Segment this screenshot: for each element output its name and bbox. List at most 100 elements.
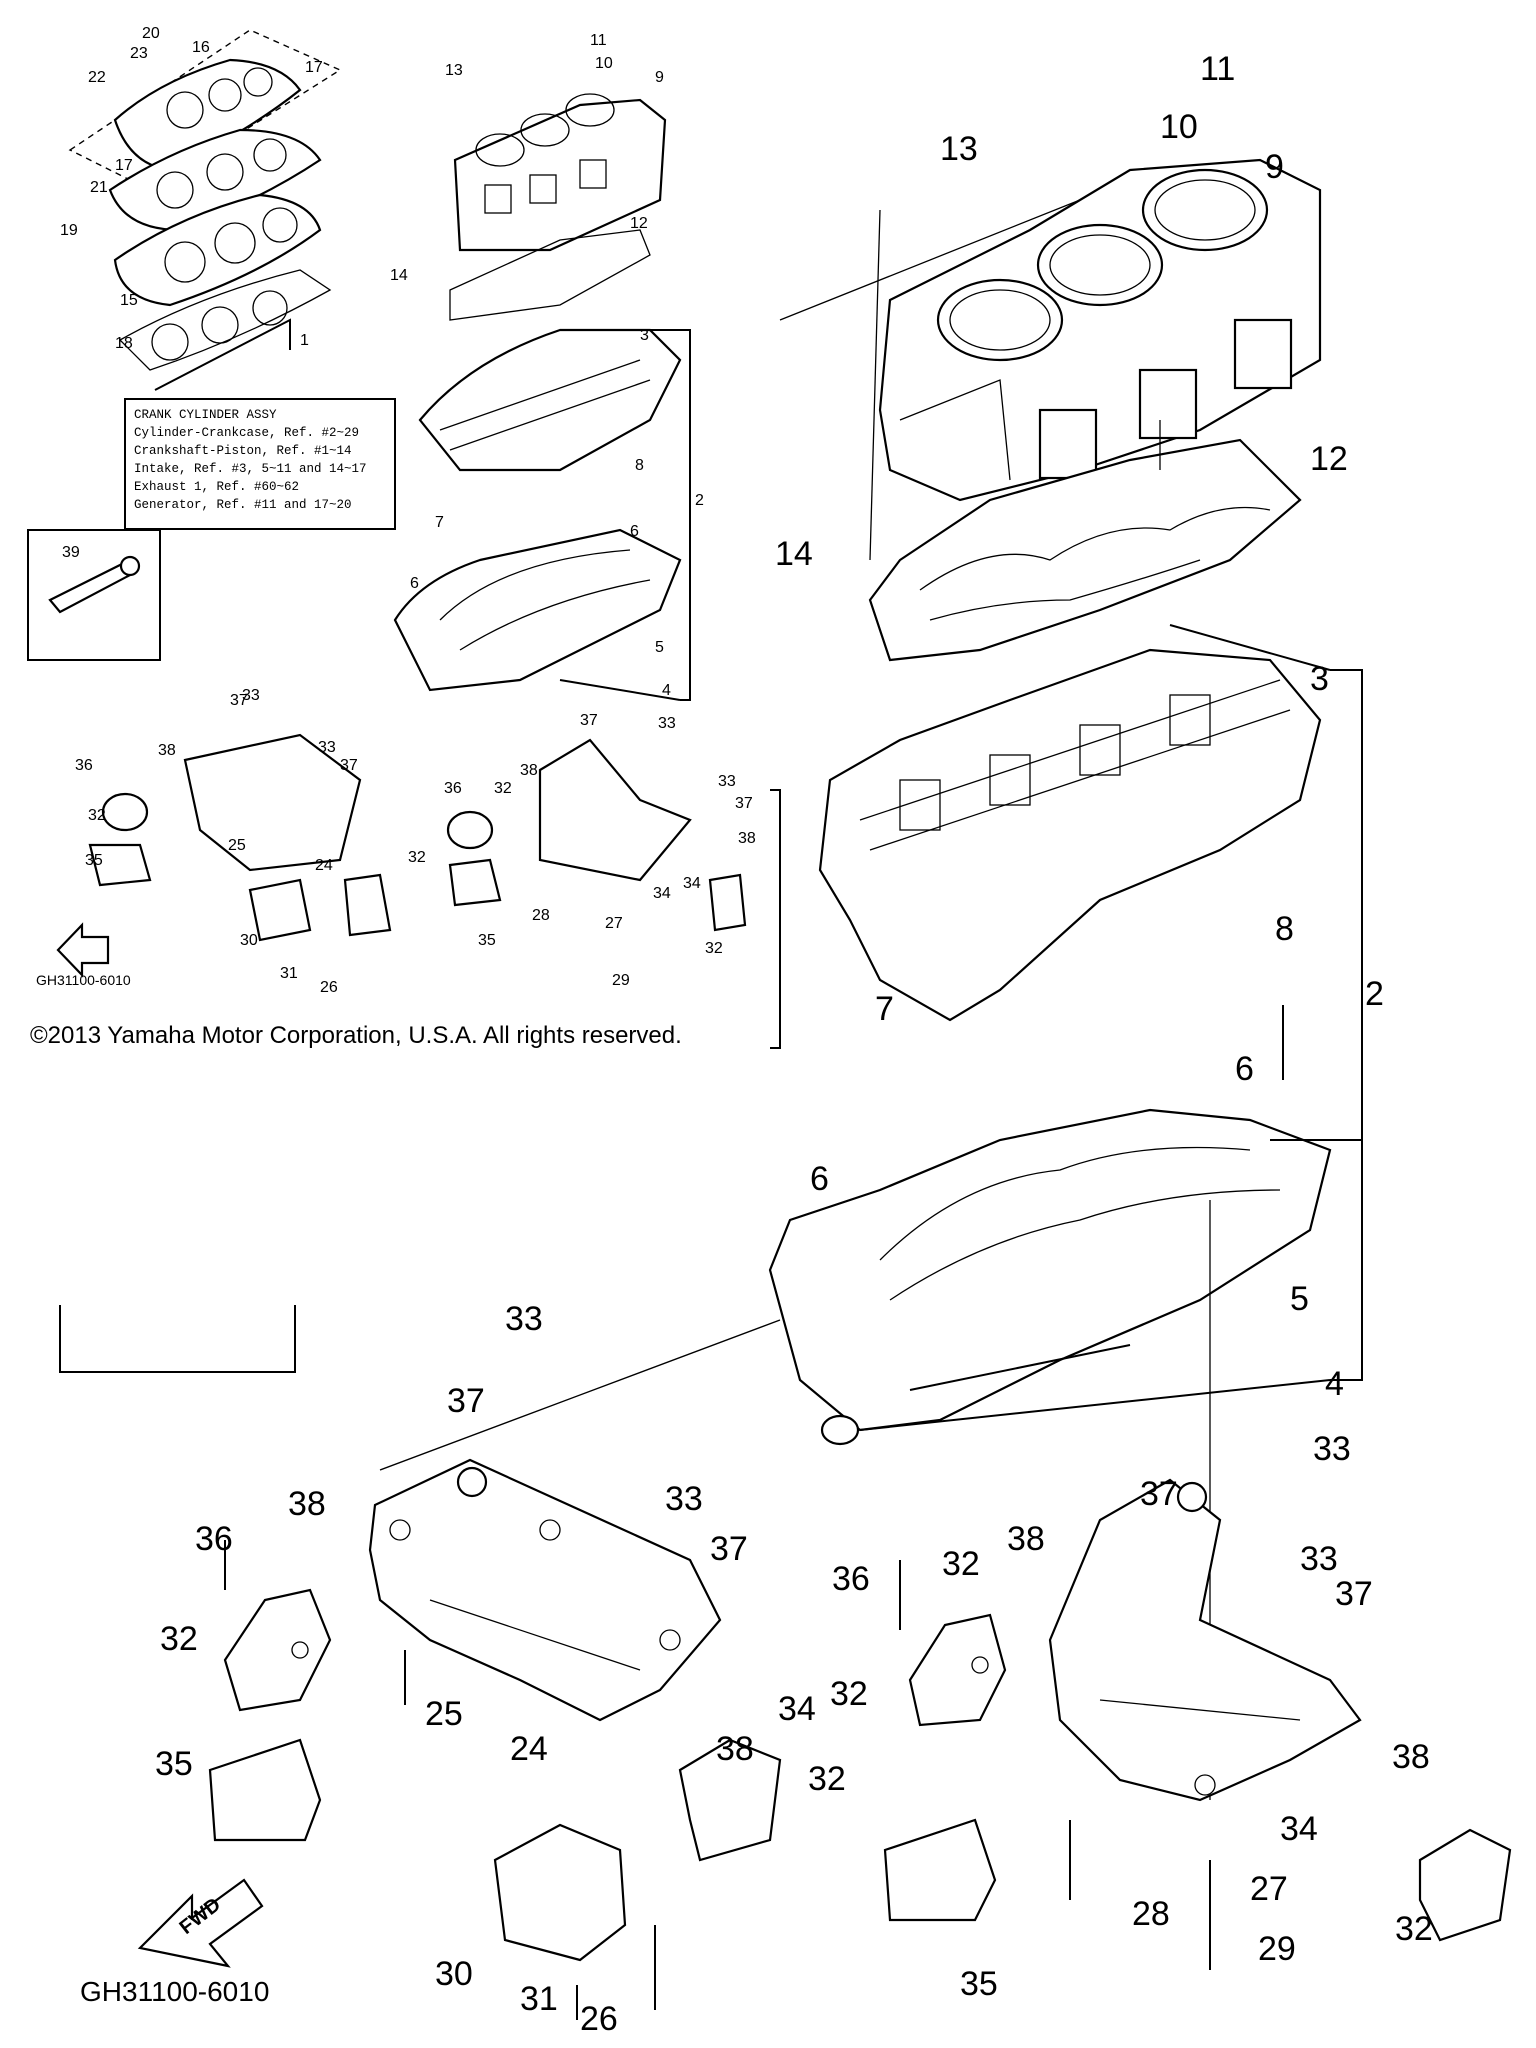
callout-32-small: 32 [705,940,723,957]
callout-34-large: 34 [1280,1810,1318,1848]
stopper-small [248,878,312,942]
legend-box: CRANK CYLINDER ASSY Cylinder-Crankcase, … [124,398,396,530]
callout-3-small: 3 [640,327,649,344]
callout-32-small: 32 [88,807,106,824]
line-to-4 [909,1344,1131,1391]
callout-33-large: 33 [1313,1430,1351,1468]
callout-24-large: 24 [510,1730,548,1768]
cylinder-head [113,193,322,307]
callout-34-large: 34 [778,1690,816,1728]
callout-6-small: 6 [630,523,639,540]
callout-32-large: 32 [160,1620,198,1658]
callout-4-small: 4 [662,682,671,699]
engine-mount-front-small [183,733,362,872]
rubber-small [343,873,392,937]
callout-38-large: 38 [1007,1520,1045,1558]
callout-9-small: 9 [655,69,664,86]
base-gasket [868,438,1302,662]
legend-line-5: Generator, Ref. #11 and 17~20 [134,498,352,512]
engine-mount-front [368,1458,722,1722]
callout-32-small: 32 [494,780,512,797]
callout-33-small: 33 [318,739,336,756]
rubber-mount-rear-right [1418,1828,1512,1942]
damper-small-left [101,792,149,832]
callout-33-large: 33 [1300,1540,1338,1578]
callout-37-large: 37 [447,1382,485,1420]
callout-4-large: 4 [1325,1365,1344,1403]
mount-plate-small-mid [448,858,502,907]
callout-23-small: 23 [130,45,148,62]
callout-29-large: 29 [1258,1930,1296,1968]
engine-mount-rear [1048,1478,1362,1802]
fwd-arrow-large: FWD [137,1878,264,1968]
callout-33-small: 33 [658,715,676,732]
callout-7-large: 7 [875,990,894,1028]
washer-37-rear [1176,1481,1208,1513]
callout-38-large: 38 [716,1730,754,1768]
callout-37-small: 37 [340,757,358,774]
callout-30-large: 30 [435,1955,473,1993]
callout-2-large: 2 [1365,975,1384,1013]
callout-3-large: 3 [1310,660,1329,698]
callout-6-small: 6 [410,575,419,592]
callout-37-large: 37 [1140,1475,1178,1513]
water-jacket-plate [108,128,322,232]
legend-line-4: Exhaust 1, Ref. #60~62 [134,480,300,494]
callout-11-small: 11 [590,32,607,49]
callout-33-large: 33 [505,1300,543,1338]
diagram-code-large: GH31100-6010 [80,1976,270,2007]
legend-line-1: Cylinder-Crankcase, Ref. #2~29 [134,426,360,440]
rubber-mount-middle [908,1613,1007,1727]
callout-7-small: 7 [435,514,444,531]
overview-group [27,29,781,1049]
callout-35-small: 35 [85,852,103,869]
callout-10-large: 10 [1160,108,1198,146]
callout-37-small: 37 [735,795,753,812]
engine-mount-rear-small [538,738,692,882]
rubber-small-right [708,873,747,932]
crankcase-lower-small [393,528,682,692]
callout-27-small: 27 [605,915,623,932]
rubber-mount-front-right [678,1738,782,1862]
callout-36-large: 36 [832,1560,870,1598]
callout-38-small: 38 [158,742,176,759]
callout-24-small: 24 [315,857,333,874]
callout-32-large: 32 [808,1760,846,1798]
head-gasket [118,269,332,371]
callout-32-large: 32 [1395,1910,1433,1948]
callout-34-small: 34 [653,885,671,902]
callout-25-small: 25 [228,837,246,854]
shaft-inset-box [27,529,161,661]
stopper-block [493,1823,627,1962]
callout-37-small: 37 [230,692,248,709]
callout-29-small: 29 [612,972,630,989]
callout-6-large: 6 [810,1160,829,1198]
callout-34-small: 34 [683,875,701,892]
callout-27-large: 27 [1250,1870,1288,1908]
callout-17-small: 17 [305,59,323,76]
cylinder-bore-3 [1141,168,1269,252]
blank-frame [59,1305,296,1373]
callout-33-small: 33 [718,773,736,790]
diagram-code-small: GH31100-6010 [36,972,131,988]
callout-32-small: 32 [408,849,426,866]
callout-1-small: 1 [300,332,309,349]
callout-38-large: 38 [1392,1738,1430,1776]
callout-36-small: 36 [444,780,462,797]
legend-title: CRANK CYLINDER ASSY [134,408,277,422]
legend-line-2: Crankshaft-Piston, Ref. #1~14 [134,444,352,458]
callout-37-large: 37 [710,1530,748,1568]
callout-6-large: 6 [1235,1050,1254,1088]
cylinder-bore-2 [1036,223,1164,307]
legend-line-3: Intake, Ref. #3, 5~11 and 14~17 [134,462,367,476]
callout-25-large: 25 [425,1695,463,1733]
callout-21-small: 21 [90,179,108,196]
fwd-arrow-small [56,922,110,978]
oil-seal [820,1414,860,1446]
callout-31-small: 31 [280,965,298,982]
callout-32-large: 32 [830,1675,868,1713]
callout-30-small: 30 [240,932,258,949]
